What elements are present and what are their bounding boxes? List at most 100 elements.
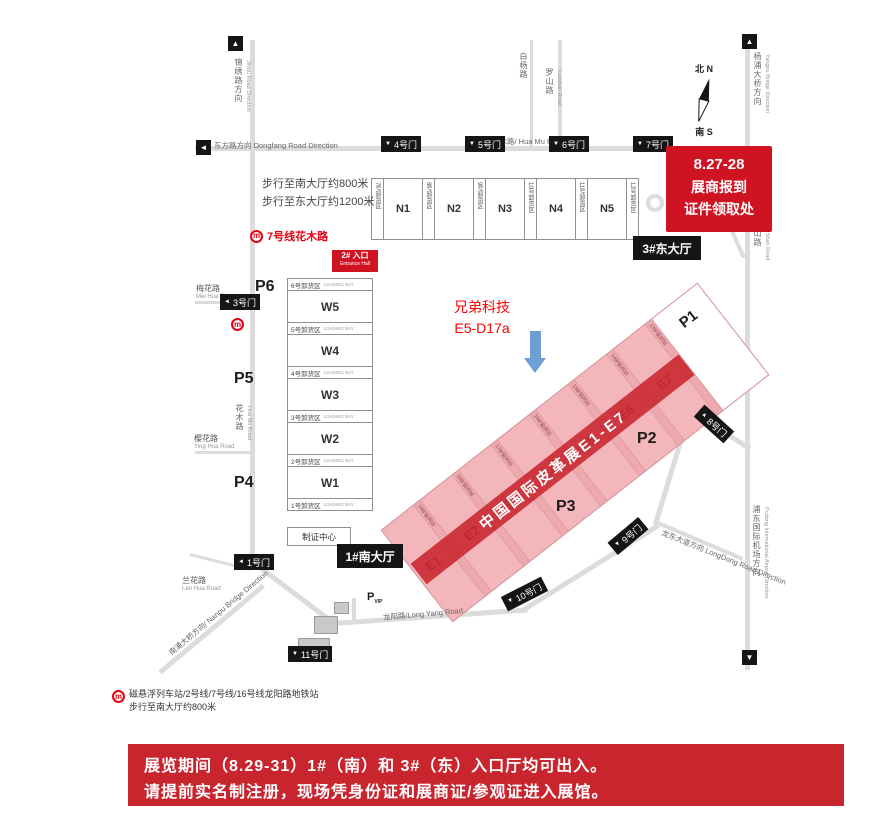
road-label-huamu-top: 花木路/ Hua Mu Road [492, 137, 565, 146]
road-label-baiyang-cn: 白杨路 [519, 52, 528, 79]
walk-east-label: 步行至东大厅约1200米 [262, 195, 375, 208]
arrow-down-icon: ▼ [292, 651, 298, 657]
metro-note-line2: 步行至南大厅约800米 [129, 702, 217, 713]
exhibition-notice-banner: 展览期间（8.29-31）1#（南）和 3#（东）入口厅均可出入。 请提前实名制… [128, 744, 844, 806]
road-label-lanhua-cn: 兰花路 [182, 576, 206, 585]
loading-bay-en-label: LOADING BAY [323, 326, 354, 331]
roundabout-small [646, 194, 664, 212]
road-label-luoshan-top-cn: 罗山路 [545, 68, 554, 95]
road-label-huamu-left: 花木路 Hua Mu Road [234, 404, 252, 440]
metro-line7-station: m 7号线花木路 [250, 228, 328, 244]
hall-w1: W1 [287, 466, 373, 499]
road-continues-north-icon: ▲ [742, 34, 757, 49]
road-label-yangpu-cn: 杨浦大桥方向 [753, 52, 762, 106]
metro-longyang-note: m 磁悬浮列车站/2号线/7号线/16号线龙阳路地铁站 步行至南大厅约800米 [112, 688, 319, 714]
road-continues-south-icon: ▼ [742, 650, 757, 665]
metro-icon: m [250, 229, 263, 243]
road-label-meihua: 梅花路 Mei Hua Road [196, 284, 234, 301]
road-label-meihua-cn: 梅花路 [196, 284, 220, 293]
parking-vip-p: P [367, 591, 375, 603]
road-label-huamu-left-cn: 花木路 [235, 404, 244, 431]
arrow-shaft [529, 331, 541, 358]
arrow-down-icon: ▼ [613, 540, 623, 549]
metro-line7-label: 7号线花木路 [267, 231, 329, 243]
loading-bay-en-label: LOADING BAY [323, 370, 354, 375]
building-shape [334, 602, 349, 614]
loading-bay-4-label: 4号卸货区 [291, 370, 321, 378]
road-label-meihua-en: Mei Hua Road [196, 293, 235, 300]
gate-1: ◄1号门 [234, 554, 274, 570]
booth-number: E5-D17a [454, 320, 510, 336]
parking-p6: P6 [255, 278, 275, 295]
arrow-up-icon: ▲ [700, 411, 709, 420]
walking-distance-info: 步行至南大厅约800米 步行至东大厅约1200米 [262, 176, 374, 211]
parking-vip-sub: VIP [374, 599, 383, 606]
road-label-jinxiu-cn: 锦绣路方向 [234, 58, 243, 103]
hall-w2: W2 [287, 422, 373, 455]
compass: 北 N 南 S [684, 62, 724, 138]
loading-bay-en-label: LOADING BAY [323, 282, 354, 287]
road-label-yinghua: 樱花路 Ying Hua Road [194, 434, 234, 451]
loading-bay-10-label: 10号卸货区 [527, 182, 533, 213]
arrow-head [524, 358, 546, 373]
booth-pointer-arrow-icon [524, 331, 546, 373]
loading-bay-12-label: 12号卸货区 [629, 182, 635, 213]
hall-n5: N5 [587, 178, 627, 240]
gate-4: ▼4号门 [381, 136, 421, 152]
registration-line2: 展商报到 [691, 179, 747, 195]
road-label-airport-en: Pudong International Airport Direction [763, 507, 769, 599]
road-label-huamu-left-en: Hua Mu Road [246, 406, 252, 440]
road-label-dongfang: 东方路方向 Dongfang Road Direction [214, 141, 338, 150]
road-stub-yinghua [195, 451, 250, 454]
gate-11-label: 11号门 [300, 649, 329, 660]
north-halls-block: 7号卸货区 N1 8号卸货区 N2 9号卸货区 N3 10号卸货区 N4 11号… [371, 178, 639, 240]
parking-p5: P5 [234, 370, 254, 387]
road-baiyang [530, 40, 533, 146]
hall-w4: W4 [287, 334, 373, 367]
metro-icon-small: m [231, 318, 244, 331]
gate-5-label: 5号门 [477, 139, 501, 150]
entrance-2-label: 2# 入口 [341, 251, 369, 260]
entrance-2: 2# 入口 Entrance Hall [332, 250, 378, 272]
road-label-yinghua-en: Ying Hua Road [194, 443, 235, 450]
gate-5: ▼5号门 [465, 136, 505, 152]
loading-bay-9-label: 9号卸货区 [476, 182, 482, 210]
gate-1-label: 1号门 [246, 557, 270, 568]
loading-bay-12: 12号卸货区 [626, 178, 639, 240]
booth-annotation: 兄弟科技 E5-D17a [432, 297, 532, 339]
parking-p3: P3 [556, 498, 576, 515]
hall-n3: N3 [485, 178, 525, 240]
hall-n4: N4 [536, 178, 576, 240]
road-label-luoshan-right-en: Luo Shan Road [764, 222, 770, 261]
road-label-jinxiu-en: Jinxiu Road Direction [245, 60, 251, 112]
parking-p2: P2 [637, 430, 657, 447]
road-label-luoshan-top-en: Luoshan Road [556, 70, 562, 106]
gate-4-label: 4号门 [393, 139, 417, 150]
road-south-hall-drive [352, 598, 356, 622]
walk-south-label: 步行至南大厅约800米 [262, 178, 369, 190]
gate-6: ▼6号门 [549, 136, 589, 152]
arrow-down-icon: ▼ [637, 141, 643, 147]
compass-south-label: 南 S [695, 127, 713, 137]
road-luoshan-top [558, 40, 562, 146]
road-label-baiyang: 白杨路 [518, 52, 529, 79]
arrow-down-icon: ▼ [506, 597, 515, 606]
parking-p4: P4 [234, 474, 254, 491]
hall-w5: W5 [287, 290, 373, 323]
leather-expo-band: 中国国际皮革展E1-E7 [410, 354, 695, 585]
metro-note-text: 磁悬浮列车站/2号线/7号线/16号线龙阳路地铁站 步行至南大厅约800米 [129, 688, 319, 714]
loading-bay-3-label: 3号卸货区 [291, 414, 321, 422]
booth-company: 兄弟科技 [454, 299, 510, 315]
certificate-center: 制证中心 [287, 527, 351, 546]
compass-needle-icon [692, 76, 717, 124]
arrow-down-icon: ▼ [469, 141, 475, 147]
road-label-yangpu-en: Yangpu Bridge Direction [764, 54, 770, 114]
loading-bay-8-label: 8号卸货区 [425, 182, 431, 210]
parking-vip: PVIP [367, 591, 382, 605]
loading-bay-7-label: 7号卸货区 [374, 182, 380, 210]
registration-notice: 8.27-28 展商报到 证件领取处 [666, 146, 772, 232]
road-label-luoshan-right: 罗山路 Luo Shan Road [752, 220, 770, 260]
